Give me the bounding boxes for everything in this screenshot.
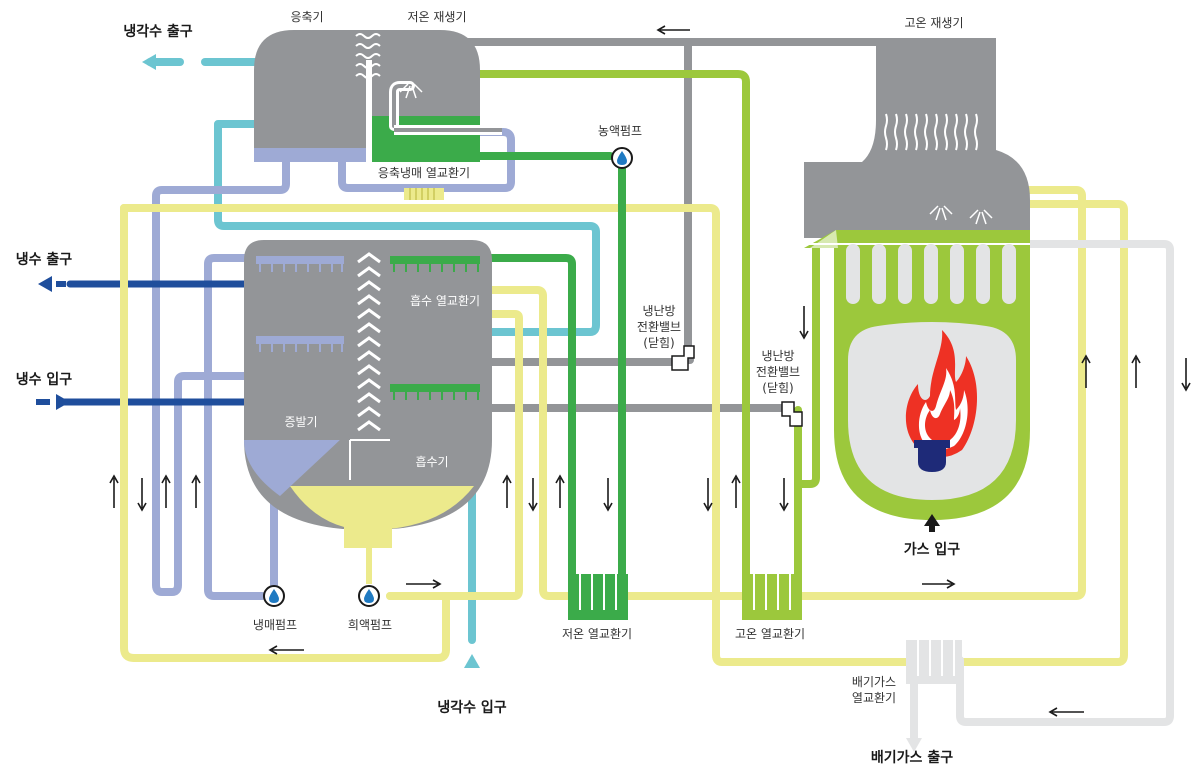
label-valve2-line3: (닫힘): [762, 381, 793, 395]
label-condensed-refrigerant-hx: 응축냉매 열교환기: [378, 166, 470, 180]
dilute-solution-pump-icon[interactable]: [358, 585, 380, 607]
label-evaporator: 증발기: [284, 415, 317, 429]
low-temp-solution-lines: [476, 152, 626, 594]
label-chilled-water-out: 냉수 출구: [16, 251, 73, 268]
evaporator-spray-bars: [256, 256, 344, 344]
label-valve2-line2: 전환밸브: [756, 365, 800, 379]
label-cooling-water-in: 냉각수 입구: [437, 699, 506, 716]
conc-solution-pump-icon[interactable]: [611, 147, 633, 169]
eliminator-chevrons-icon: [357, 252, 381, 432]
exhaust-arrowhead: [906, 738, 922, 752]
burner-icon: [918, 446, 946, 472]
chilled-water-out-arrowhead: [38, 276, 52, 292]
label-dilute-solution-pump: 희액펌프: [348, 618, 392, 632]
label-exhaust-hx-line2: 열교환기: [852, 691, 896, 705]
label-low-temp-hx: 저온 열교환기: [562, 627, 632, 641]
label-exhaust-out: 배기가스 출구: [871, 749, 953, 766]
generator-tubes: [846, 244, 1016, 304]
gas-inlet-arrow: [924, 514, 940, 526]
label-absorber-hx: 흡수 열교환기: [410, 294, 480, 308]
label-condenser: 응축기: [290, 10, 323, 24]
upper-shell: [254, 30, 502, 162]
label-high-temp-generator: 고온 재생기: [904, 16, 963, 30]
absorber-spray-bars: [390, 256, 480, 392]
chilled-water-in-arrowhead: [56, 394, 70, 410]
label-absorber: 흡수기: [415, 455, 448, 469]
label-cooling-water-out: 냉각수 출구: [123, 23, 192, 40]
vapor-waves-icon: [355, 33, 381, 79]
exhaust-gas-lines: [910, 240, 1174, 744]
cooling-water-in-arrowhead: [464, 654, 480, 668]
flame-icon: [905, 330, 978, 458]
cooling-water-out-arrowhead: [142, 54, 156, 70]
lower-shell: [244, 240, 492, 584]
label-refrigerant-pump: 냉매펌프: [253, 618, 297, 632]
label-gas-inlet: 가스 입구: [904, 542, 961, 558]
changeover-valve-2-icon[interactable]: [781, 401, 803, 427]
label-valve2-line1: 냉난방: [761, 349, 794, 363]
label-high-temp-hx: 고온 열교환기: [735, 627, 805, 641]
label-valve1-line2: 전환밸브: [637, 320, 681, 334]
label-valve1-line3: (닫힘): [643, 336, 674, 350]
changeover-valve-1-icon[interactable]: [671, 345, 695, 371]
refrigerant-pump-icon[interactable]: [263, 585, 285, 607]
high-temp-hx-icon: [742, 574, 802, 620]
spray-nozzle-icon: [399, 83, 423, 99]
label-low-temp-generator: 저온 재생기: [407, 10, 466, 24]
high-temp-generator: [804, 38, 1030, 520]
hot-vapor-waves-icon: [884, 113, 978, 151]
low-temp-hx-icon: [568, 574, 628, 620]
label-chilled-water-in: 냉수 입구: [16, 372, 73, 388]
label-exhaust-hx-line1: 배기가스: [852, 675, 896, 689]
label-valve1-line1: 냉난방: [642, 304, 675, 318]
flow-arrows: [109, 25, 1191, 717]
hp-spray-nozzles-icon: [929, 205, 993, 225]
exhaust-hx-icon: [906, 640, 962, 684]
label-conc-solution-pump: 농액펌프: [598, 124, 642, 138]
